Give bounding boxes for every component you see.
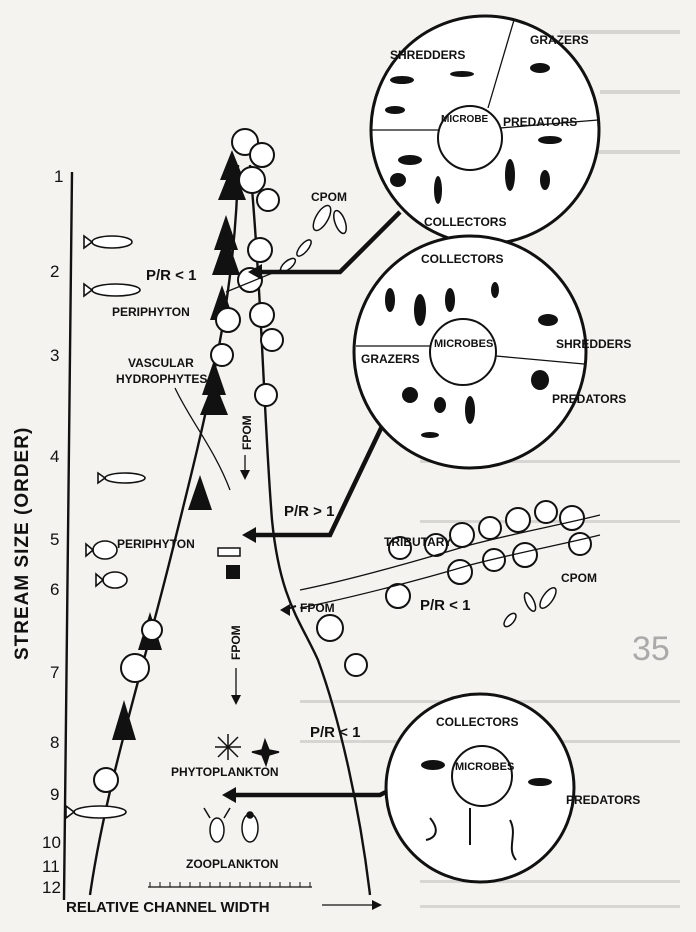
- hydrophytes-label: HYDROPHYTES: [116, 372, 207, 386]
- invertebrate-icons: [385, 282, 558, 438]
- periphyton-rock: [217, 547, 241, 557]
- cpom-leaves-top: [279, 204, 347, 273]
- tick-label: 1: [54, 167, 63, 186]
- predators-label: PREDATORS: [503, 115, 577, 129]
- microbe-core: [429, 318, 497, 386]
- tick-label: 7: [50, 663, 59, 682]
- margin-note: 35: [632, 630, 670, 668]
- zooplankton-icon: [203, 807, 259, 843]
- pr-top-label: P/R < 1: [146, 267, 196, 284]
- grazers-label: GRAZERS: [361, 352, 420, 366]
- scale-ticks: [149, 882, 311, 887]
- axis-title: STREAM SIZE (ORDER): [12, 427, 33, 660]
- microbes-label: MICROBES: [455, 761, 514, 773]
- tick-label: 2: [50, 262, 59, 281]
- fpom-low-label: FPOM: [229, 625, 243, 660]
- microbe-label: MICROBE: [441, 114, 489, 125]
- community-circle-top: SHREDDERS GRAZERS MICROBE PREDATORS COLL…: [369, 14, 601, 246]
- tick-label: 6: [50, 580, 59, 599]
- stream-size-axis: [62, 171, 74, 901]
- pr-trib-label: P/R < 1: [420, 597, 470, 614]
- pr-mid-label: P/R > 1: [284, 503, 334, 520]
- conifer-trees: [112, 150, 246, 740]
- phytoplankton-label: PHYTOPLANKTON: [171, 765, 279, 779]
- microbe-core: [437, 105, 503, 171]
- collectors-label: COLLECTORS: [424, 215, 506, 229]
- tick-label: 10: [42, 833, 61, 852]
- vascular-label: VASCULAR: [128, 356, 194, 370]
- invertebrate-icons: [385, 63, 562, 204]
- periphyton-rock: [226, 565, 240, 579]
- microbe-core: [451, 745, 513, 807]
- collectors-label: COLLECTORS: [436, 715, 518, 729]
- grazers-label: GRAZERS: [530, 33, 589, 47]
- relative-channel-width-label: RELATIVE CHANNEL WIDTH: [66, 899, 270, 916]
- tick-label: 11: [42, 857, 60, 876]
- cpom-top-label: CPOM: [311, 190, 347, 204]
- fpom-mid-label: FPOM: [240, 415, 254, 450]
- pr-low-label: P/R < 1: [310, 724, 360, 741]
- community-circle-mid: COLLECTORS MICROBES GRAZERS SHREDDERS PR…: [352, 234, 631, 470]
- zooplankton-label: ZOOPLANKTON: [186, 857, 278, 871]
- predators-label: PREDATORS: [566, 793, 640, 807]
- axis-ticks: 1 2 3 4 5 6 7 8 9 10 11 12: [42, 167, 63, 897]
- tick-label: 9: [50, 785, 59, 804]
- shredders-label: SHREDDERS: [390, 48, 465, 62]
- width-arrowhead: [372, 900, 382, 910]
- community-circle-low: COLLECTORS MICROBES PREDATORS: [384, 692, 640, 884]
- tick-label: 12: [42, 878, 61, 897]
- periphyton-mid-label: PERIPHYTON: [117, 537, 195, 551]
- collectors-label: COLLECTORS: [421, 252, 503, 266]
- fpom-low-arrowhead: [231, 695, 241, 705]
- cpom-leaves-trib: [503, 587, 557, 628]
- fish-icon: [65, 234, 146, 820]
- tributary-channel: [299, 514, 601, 591]
- tick-label: 8: [50, 733, 59, 752]
- tick-label: 5: [50, 530, 59, 549]
- periphyton-top-label: PERIPHYTON: [112, 305, 190, 319]
- vascular-pointer: [174, 387, 231, 491]
- predators-label: PREDATORS: [552, 392, 626, 406]
- microbes-label: MICROBES: [434, 338, 493, 350]
- fpom-mid-arrowhead: [240, 470, 250, 480]
- shredders-label: SHREDDERS: [556, 337, 631, 351]
- tributary-trees: [385, 500, 592, 609]
- tick-label: 4: [50, 447, 59, 466]
- cpom-trib-label: CPOM: [561, 571, 597, 585]
- invertebrate-icons: [421, 760, 552, 861]
- phytoplankton-icon: [215, 734, 280, 768]
- tributary-channel-lower: [299, 534, 601, 609]
- fpom-trib-label: FPOM: [300, 601, 335, 615]
- tributary-label: TRIBUTARY: [384, 535, 452, 549]
- fpom-trib-arrowhead: [280, 604, 290, 616]
- tick-label: 3: [50, 346, 59, 365]
- deciduous-trees: [93, 128, 368, 793]
